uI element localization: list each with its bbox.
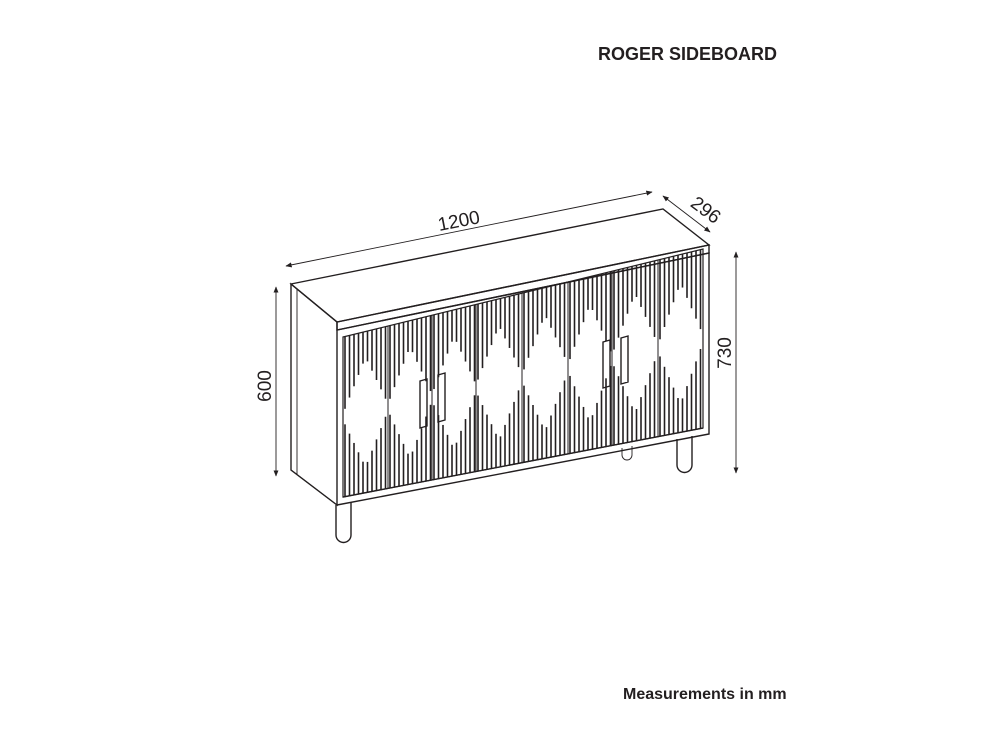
depth-dimension-line	[662, 195, 711, 233]
height-body-label: 600	[255, 370, 276, 402]
width-label: 1200	[436, 207, 482, 236]
left-side-panel	[290, 282, 338, 507]
dimension-lines	[273, 190, 739, 477]
handles	[419, 335, 629, 429]
leg-front-right	[676, 436, 693, 474]
leg-front-left	[335, 502, 352, 544]
door-panel	[477, 293, 523, 472]
door-panel	[613, 260, 659, 446]
page-title: ROGER SIDEBOARD	[598, 44, 778, 64]
front-frame	[336, 252, 710, 506]
door-panel	[344, 326, 389, 497]
width-dimension-line	[285, 190, 653, 268]
door-panel	[389, 315, 433, 488]
handle-4	[620, 335, 629, 385]
door-panel	[569, 271, 613, 454]
door-panels	[342, 248, 704, 498]
door-panel	[433, 304, 477, 480]
door-panel	[659, 249, 704, 437]
depth-label: 296	[686, 193, 724, 229]
leg-back	[621, 446, 633, 461]
top-edge	[336, 244, 710, 331]
handle-3	[602, 339, 611, 389]
handle-1	[419, 378, 428, 429]
door-panel	[523, 282, 569, 463]
measurement-unit-note: Measurements in mm	[623, 686, 787, 703]
legs	[335, 436, 693, 544]
height-total-label: 730	[715, 337, 736, 369]
handle-2	[437, 372, 446, 423]
